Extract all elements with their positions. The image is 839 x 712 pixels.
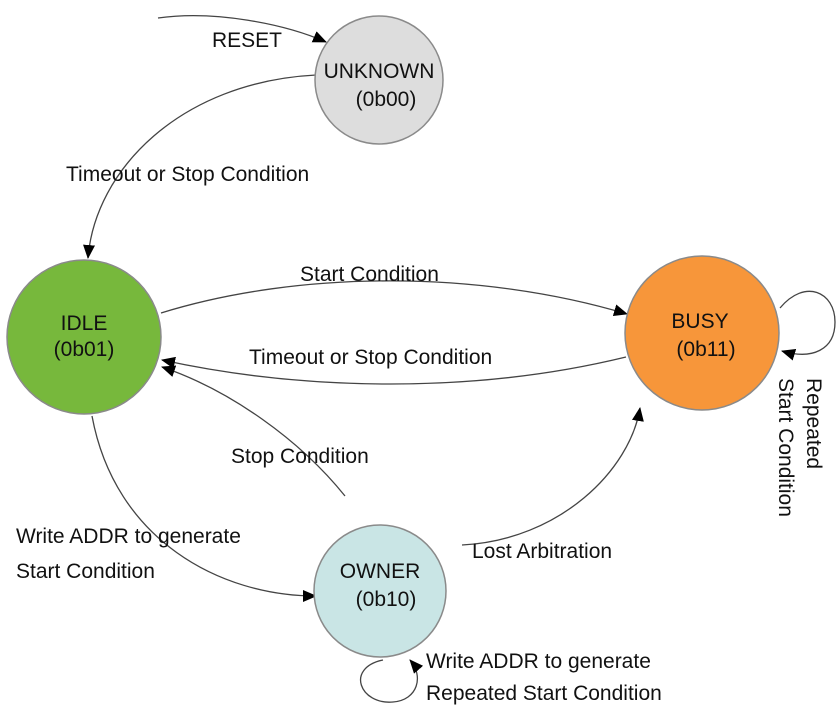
label-owner-to-busy: Lost Arbitration <box>472 540 612 563</box>
edge-reset <box>157 15 327 43</box>
label-reset: RESET <box>212 29 282 52</box>
label-owner-to-idle: Stop Condition <box>231 445 369 468</box>
state-name: OWNER <box>340 560 421 583</box>
state-idle: IDLE (0b01) <box>6 259 162 415</box>
label-idle-to-owner-line-2: Start Condition <box>16 560 155 583</box>
state-code: (0b10) <box>356 588 417 611</box>
edge-idle-to-owner <box>91 415 317 602</box>
state-code: (0b11) <box>676 338 735 361</box>
label-busy-to-idle: Timeout or Stop Condition <box>249 346 492 369</box>
state-name: UNKNOWN <box>324 60 435 83</box>
state-code: (0b01) <box>54 338 115 361</box>
state-name: BUSY <box>671 310 728 333</box>
label-unknown-to-idle: Timeout or Stop Condition <box>66 163 309 186</box>
label-owner-self-line-2: Repeated Start Condition <box>426 682 662 705</box>
state-owner: OWNER (0b10) <box>313 524 447 658</box>
edge-idle-to-busy <box>160 280 628 317</box>
state-name: IDLE <box>61 312 108 335</box>
label-idle-to-busy: Start Condition <box>300 263 439 286</box>
state-unknown: UNKNOWN (0b00) <box>314 15 444 145</box>
edge-busy-to-idle <box>161 356 627 385</box>
label-busy-self-line-2: Start Condition <box>774 378 797 517</box>
label-busy-self: Repeated Start Condition <box>774 378 825 517</box>
edge-owner-to-busy <box>461 407 644 546</box>
edge-unknown-to-idle <box>83 74 317 259</box>
label-busy-self-line-1: Repeated <box>802 378 825 469</box>
edge-owner-to-idle <box>161 365 346 497</box>
edge-busy-self-loop <box>779 290 836 361</box>
label-owner-self-line-1: Write ADDR to generate <box>426 650 651 673</box>
state-code: (0b00) <box>356 88 417 111</box>
edge-owner-self-loop <box>360 659 424 703</box>
label-idle-to-owner-line-1: Write ADDR to generate <box>16 525 241 548</box>
state-busy: BUSY (0b11) <box>624 255 780 411</box>
